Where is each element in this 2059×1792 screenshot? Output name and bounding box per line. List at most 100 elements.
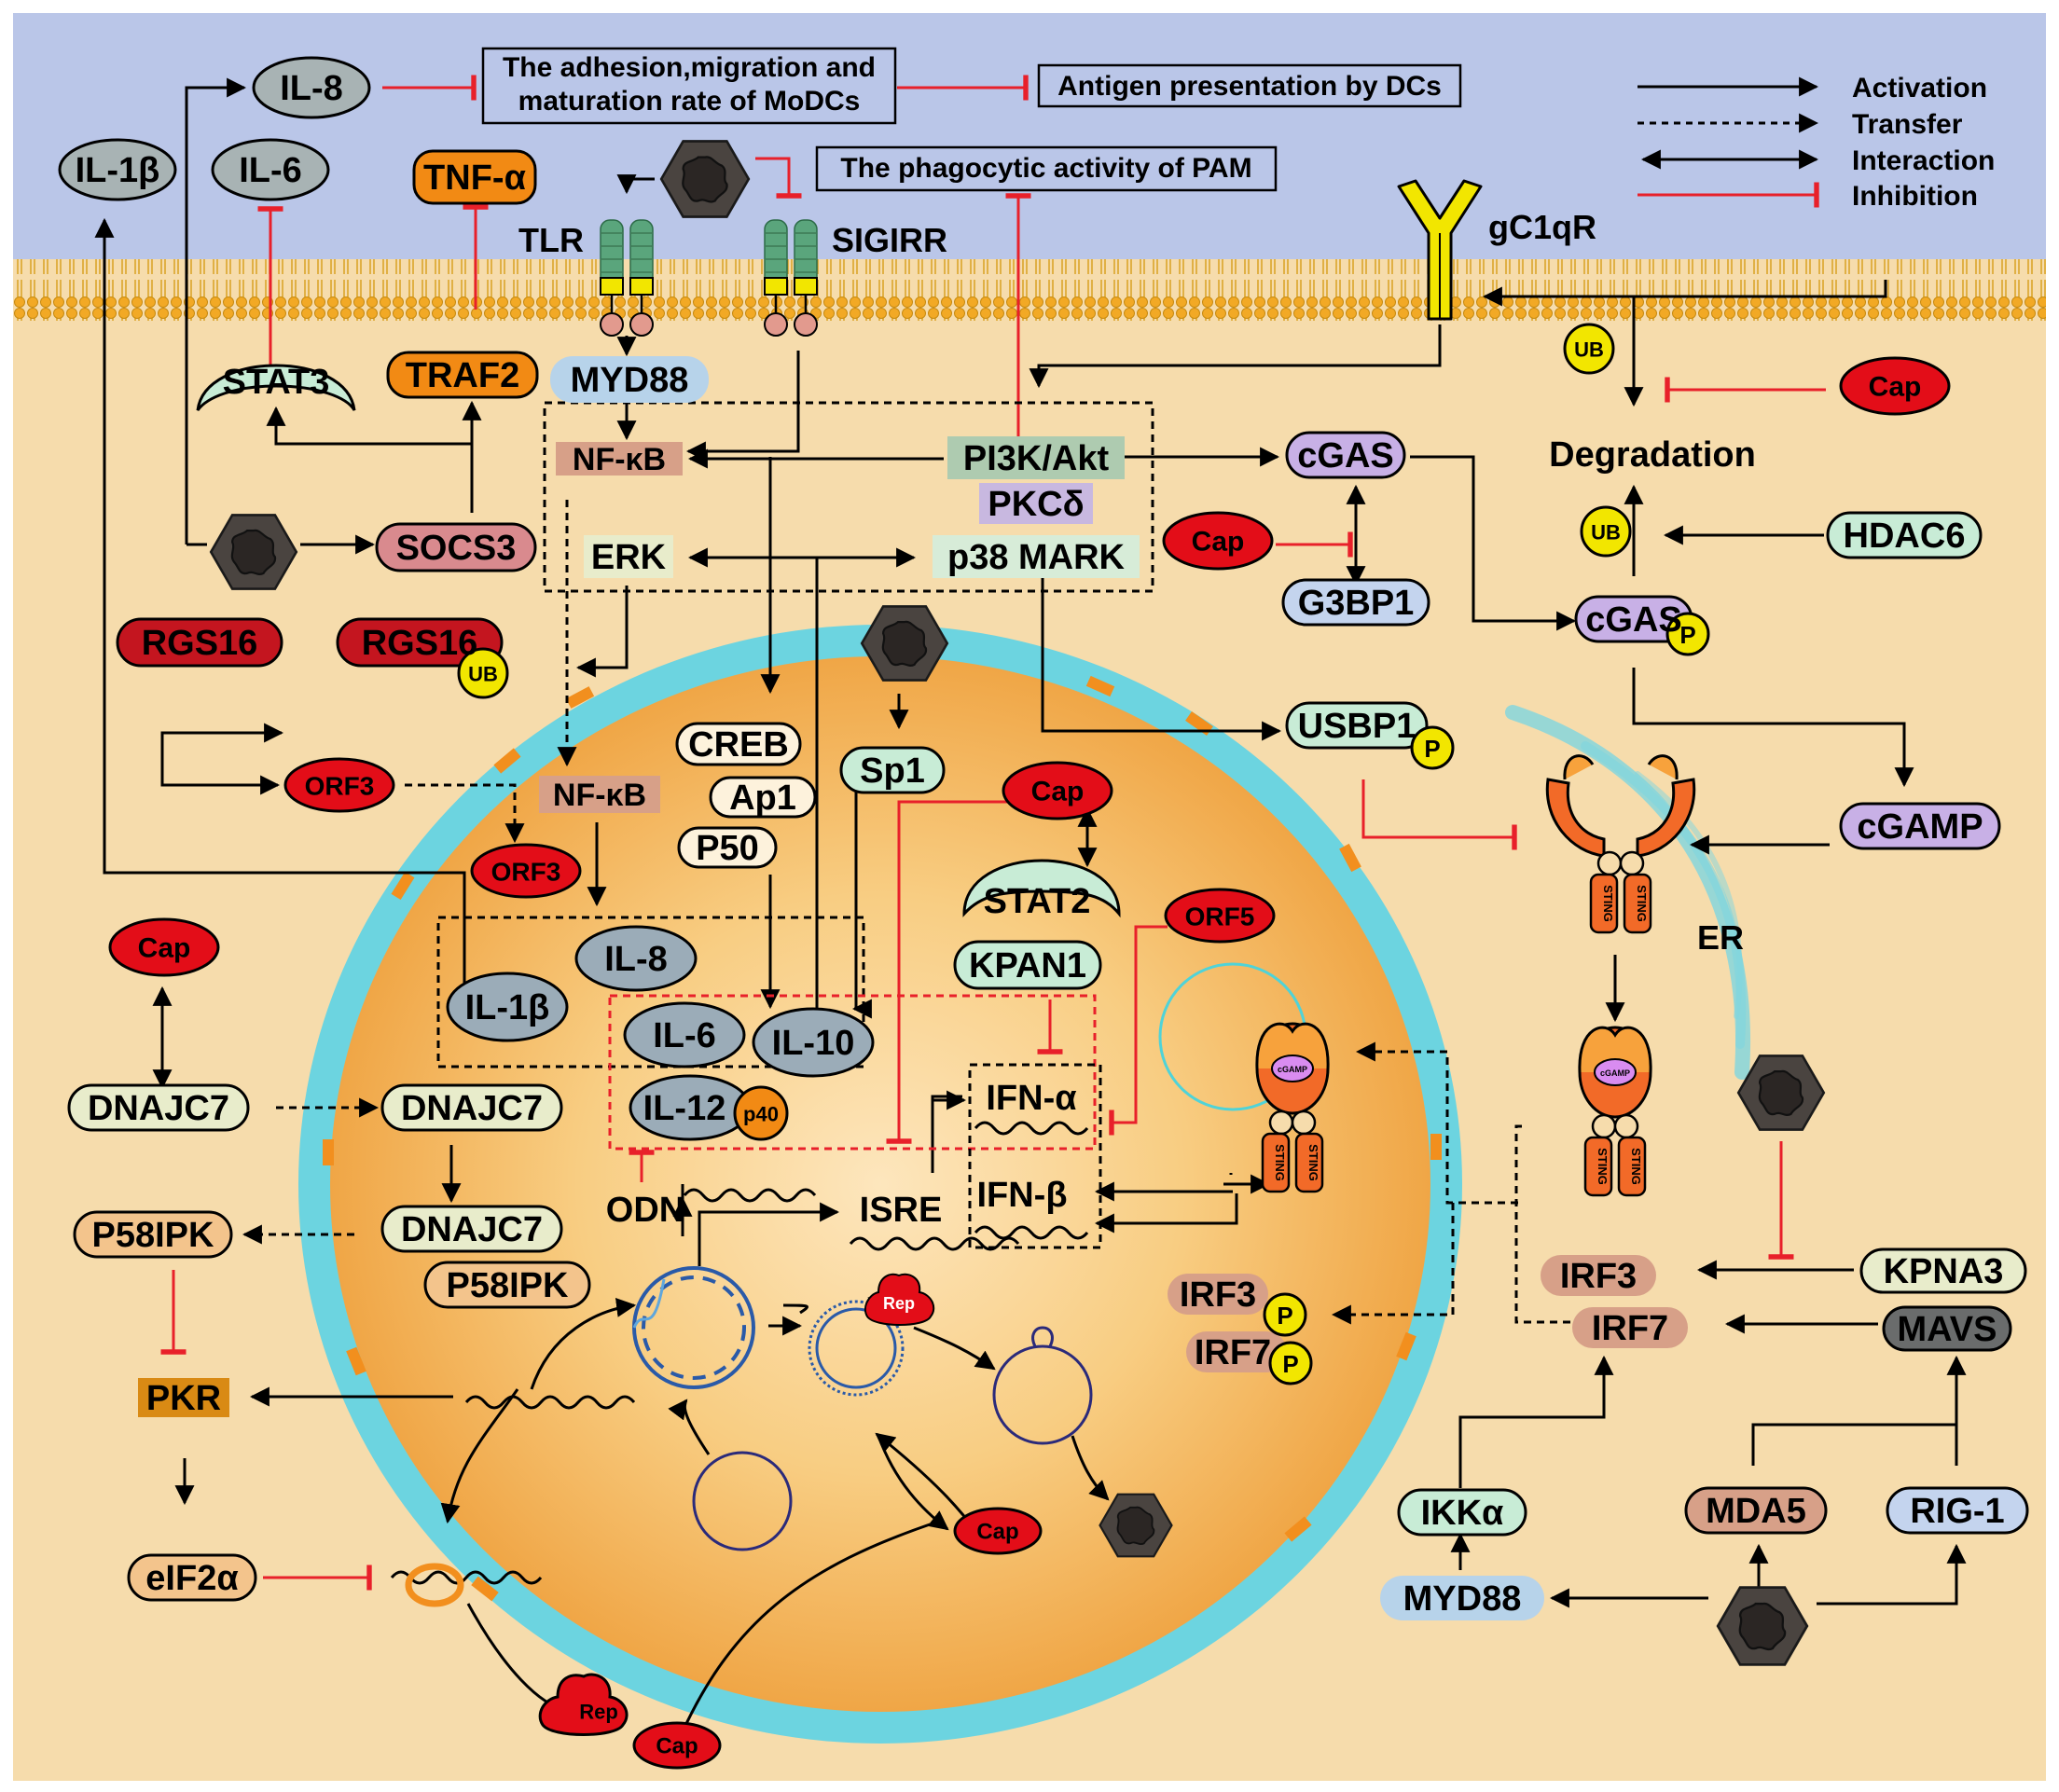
svg-text:Rep: Rep [883,1294,915,1313]
kpan1-label: KPAN1 [969,946,1086,986]
rig1-node [1886,1486,2029,1535]
modifications [457,323,1710,1385]
svg-text:ORF5: ORF5 [1185,903,1255,931]
pi3k-akt-node [947,436,1125,479]
sting-dimer-er-inactive: STING STING [1545,754,1696,934]
irf3-nucleus [1168,1274,1268,1315]
svg-text:Cap: Cap [1869,372,1922,403]
il8-top-label: IL-8 [280,69,343,108]
dnajc7-b-label: DNAJC7 [401,1089,543,1128]
svg-text:UB: UB [468,663,498,686]
nfkb-top-label: NF-κB [573,442,666,477]
il8-extracellular [252,56,371,119]
il1b-top-label: IL-1β [76,151,160,190]
pkr-label: PKR [146,1379,221,1418]
sigirr-receptor: SIGIRR [764,219,947,337]
text-layer: IL-8 IL-1β IL-6 TNF-α STAT3 TRAF2 MYD88 … [76,69,2005,1619]
mavs-label: MAVS [1898,1310,1997,1349]
ifna-label: IFN-α [986,1079,1076,1118]
cap-protein [108,917,220,977]
rig1-label: RIG-1 [1910,1492,2004,1531]
p38-node [933,535,1140,578]
svg-text:The adhesion,migration and: The adhesion,migration and [503,52,876,83]
phospho-badge [1263,1292,1307,1337]
irf7-nucleus [1186,1331,1287,1372]
svg-text:UB: UB [1591,521,1621,544]
il6-nucleus [623,1001,746,1068]
svg-text:cGAMP: cGAMP [1278,1065,1307,1074]
svg-text:Cap: Cap [1192,527,1245,558]
legend-interaction: Interaction [1852,145,1995,176]
ap1-label: Ap1 [729,779,796,818]
tlr-label: TLR [518,221,584,259]
orf3-protein [283,757,395,813]
il12-label: IL-12 [643,1089,726,1128]
il6-nucleus-label: IL-6 [653,1016,716,1055]
svg-text:STING: STING [1635,885,1649,922]
irf7-nucleus-label: IRF7 [1195,1333,1271,1372]
svg-text:ORF3: ORF3 [491,858,561,887]
isre-label: ISRE [860,1191,943,1230]
nfkb-node-nucleus [539,776,660,813]
svg-text:cGAMP: cGAMP [1600,1068,1630,1078]
rep-on-dna: Rep [864,1273,935,1326]
svg-text:STING: STING [1629,1148,1643,1185]
kpan1-node [953,940,1102,990]
viral-proteins [108,356,1951,1770]
g3bp1-label: G3BP1 [1298,584,1415,623]
connectors [94,75,1967,1754]
il10-label: IL-10 [772,1024,855,1063]
eif2a-node [127,1553,257,1602]
svg-text:P: P [1277,1302,1292,1330]
il6-top-label: IL-6 [239,151,302,190]
rgs16-node [116,617,283,668]
svg-text:Cap: Cap [138,933,191,964]
orf3-protein [470,843,582,899]
cap-protein [1839,356,1951,416]
er-label: ER [1697,918,1744,957]
svg-text:Rep: Rep [579,1701,618,1724]
nfkb-node-cytoplasm [556,442,683,476]
irf3-nucleus-label: IRF3 [1180,1275,1256,1315]
ub-badge [457,647,509,699]
tnfa-node [412,149,537,205]
single-strand-circle [992,1326,1093,1445]
ssdna-circle [692,1451,793,1551]
tlr-receptor: TLR [518,219,654,337]
protein-labels: Cap Cap Cap Cap Cap Cap ORF3 ORF3 ORF5 R… [138,338,1922,1759]
creb-node [675,722,802,766]
svg-text:Antigen presentation by DCs: Antigen presentation by DCs [1057,71,1442,102]
hdac6-label: HDAC6 [1844,517,1966,556]
svg-text:P: P [1282,1350,1298,1378]
pkcd-label: PKCδ [988,485,1084,524]
traf2-node [386,351,539,399]
p58ipk-a-label: P58IPK [92,1216,215,1255]
il8-nucleus-label: IL-8 [604,940,668,979]
pkr-node [138,1378,229,1417]
degradation-label: Degradation [1549,435,1756,475]
cgamp-label: cGAMP [1857,807,1983,847]
p58ipk-node-a [73,1210,233,1259]
traf2-label: TRAF2 [406,356,519,395]
modc-effect-box: The adhesion,migration and maturation ra… [481,47,897,125]
cytokine-group-box [436,916,865,1068]
il10-nucleus [752,1007,875,1078]
p38-label: p38 MARK [947,538,1126,577]
g3bp1-node [1281,578,1430,627]
gc1qr-receptor: gC1qR [1397,179,1596,321]
cap-protein [953,1507,1043,1555]
pi3k-label: PI3K/Akt [963,439,1110,478]
phospho-badge [1268,1341,1313,1385]
irf7-label: IRF7 [1592,1309,1668,1348]
stat3-node [196,364,356,411]
phospho-badge [1410,725,1455,770]
stat2-node [962,859,1121,918]
erk-label: ERK [591,538,667,577]
p58ipk-b-label: P58IPK [447,1266,570,1305]
dnajc7-node-b [380,1083,563,1132]
svg-text:ORF3: ORF3 [305,772,375,801]
node-layer [58,56,2029,1620]
il6-extracellular [211,138,330,201]
svg-text:UB: UB [1574,338,1604,362]
irf3-node [1541,1255,1656,1296]
